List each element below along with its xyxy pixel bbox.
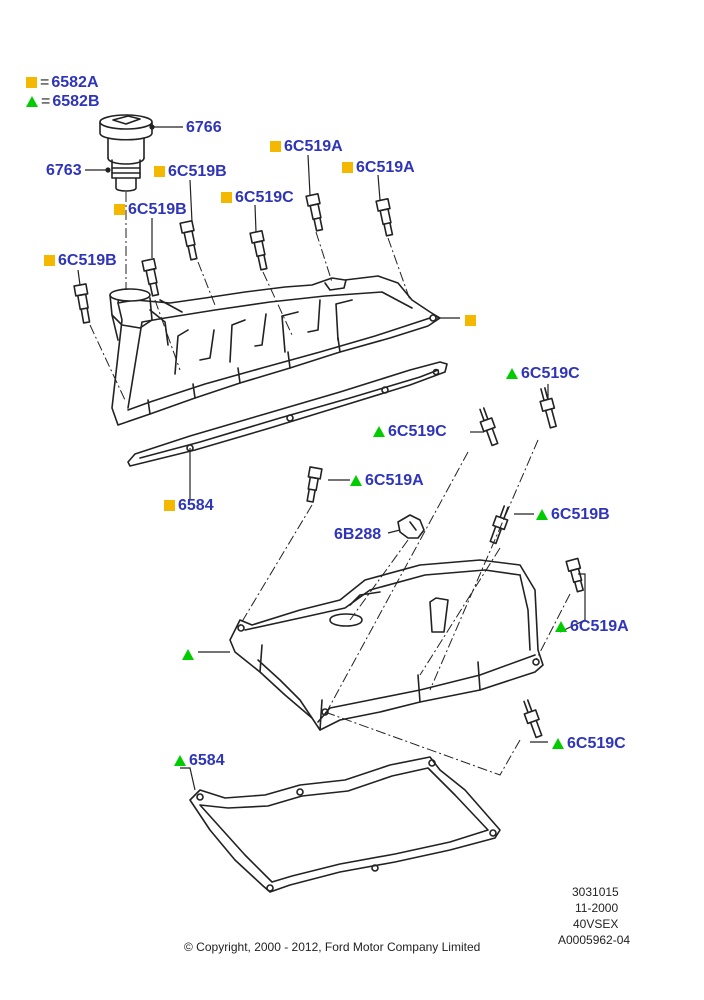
lower-bolt-5 <box>565 557 584 593</box>
upper-bolt-2 <box>141 257 160 297</box>
label-6763: 6763 <box>46 162 82 179</box>
upper-bolt-5 <box>305 192 324 232</box>
label-6c519c-1: 6C519C <box>221 189 294 207</box>
upper-gasket <box>127 361 448 467</box>
square-marker-icon <box>164 500 175 511</box>
footer-code-4: A0005962-04 <box>558 933 631 947</box>
label-6c519a-4: 6C519A <box>555 618 629 636</box>
square-marker-icon <box>465 315 476 326</box>
lower-cover-marker <box>182 646 197 664</box>
label-6584-upper: 6584 <box>164 497 214 515</box>
triangle-marker-icon <box>555 621 567 632</box>
square-marker-icon <box>154 166 165 177</box>
upper-valve-cover <box>109 275 441 426</box>
square-marker-icon <box>114 204 125 215</box>
triangle-marker-icon <box>350 475 362 486</box>
label-6b288: 6B288 <box>334 526 382 543</box>
upper-cover-marker <box>465 312 479 330</box>
label-6c519b-3: 6C519B <box>44 252 117 270</box>
upper-bolt-3 <box>179 219 198 261</box>
triangle-marker-icon <box>26 96 38 107</box>
footer-code-2: 11-2000 <box>575 901 619 915</box>
legend-item-square: =6582A <box>26 74 99 92</box>
label-6c519c-4: 6C519C <box>552 735 626 753</box>
copyright-notice: © Copyright, 2000 - 2012, Ford Motor Com… <box>184 940 481 954</box>
upper-bolt-1 <box>73 283 91 324</box>
label-6c519a-2: 6C519A <box>342 159 415 177</box>
footer-code-3: 40VSEX <box>573 917 619 931</box>
square-marker-icon <box>342 162 353 173</box>
lower-bolt-1 <box>306 466 323 503</box>
label-6c519b-1: 6C519B <box>154 163 227 181</box>
triangle-marker-icon <box>182 649 194 660</box>
lower-bolt-2 <box>479 407 499 447</box>
lower-bolt-6 <box>523 699 543 739</box>
legend-text: 6582B <box>52 93 100 110</box>
triangle-marker-icon <box>536 509 548 520</box>
square-marker-icon <box>44 255 55 266</box>
label-6c519a-1: 6C519A <box>270 138 343 156</box>
triangle-marker-icon <box>174 755 186 766</box>
triangle-marker-icon <box>552 738 564 749</box>
label-6766: 6766 <box>186 119 222 136</box>
lower-bolt-4 <box>489 505 509 545</box>
label-6c519a-3: 6C519A <box>350 472 424 490</box>
label-6c519c-2: 6C519C <box>506 365 580 383</box>
label-6c519c-3: 6C519C <box>373 423 447 441</box>
label-6584-lower: 6584 <box>174 752 225 770</box>
lower-bolt-3 <box>539 387 557 429</box>
legend-text: 6582A <box>51 74 99 91</box>
square-marker-icon <box>26 77 37 88</box>
upper-bolt-4 <box>249 229 268 271</box>
square-marker-icon <box>221 192 232 203</box>
triangle-marker-icon <box>506 368 518 379</box>
footer-code-1: 3031015 <box>572 885 619 899</box>
triangle-marker-icon <box>373 426 385 437</box>
oil-filler-cap <box>99 114 153 192</box>
square-marker-icon <box>270 141 281 152</box>
legend-item-triangle: =6582B <box>26 93 100 111</box>
label-6c519b-2: 6C519B <box>114 201 187 219</box>
lower-gasket <box>189 756 501 893</box>
label-6c519b-4: 6C519B <box>536 506 610 524</box>
lower-valve-cover <box>229 559 544 731</box>
pcv-valve <box>397 514 425 539</box>
upper-bolt-6 <box>375 197 394 237</box>
